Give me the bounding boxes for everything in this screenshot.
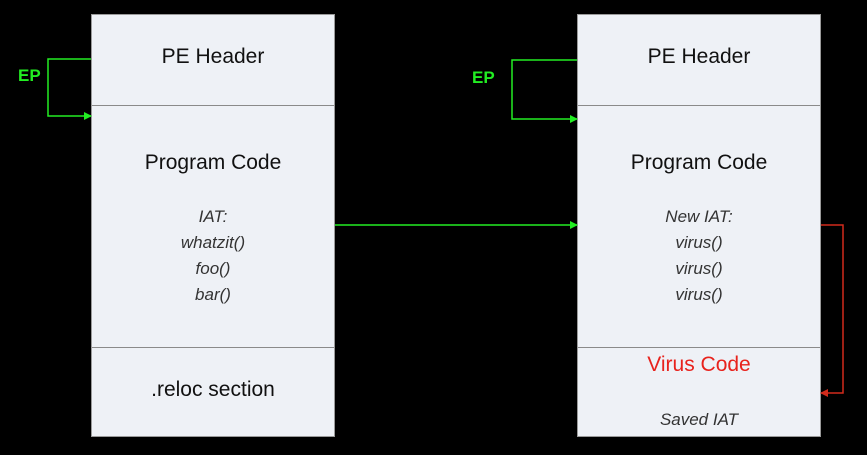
reloc-section: .reloc section	[92, 347, 334, 438]
reloc-section-label: .reloc section	[151, 378, 275, 401]
pe-header-section: PE Header	[92, 15, 334, 105]
infected-pe-file: PE Header Program Code New IAT: virus() …	[577, 14, 821, 437]
program-code-section: Program Code New IAT: virus() virus() vi…	[578, 105, 820, 347]
virus-redirect-arrow	[820, 224, 844, 397]
pe-header-label: PE Header	[161, 45, 265, 68]
iat-entry: whatzit()	[180, 233, 246, 252]
iat-entry: bar()	[195, 285, 231, 304]
program-code-section: Program Code IAT: whatzit() foo() bar()	[92, 105, 334, 347]
pe-header-label: PE Header	[647, 45, 751, 68]
iat-entry: foo()	[195, 259, 231, 278]
iat-entry: virus()	[675, 285, 723, 304]
program-code-label: Program Code	[144, 151, 282, 174]
virus-code-label: Virus Code	[647, 353, 751, 376]
pe-header-section: PE Header	[578, 15, 820, 105]
entry-point-arrow	[47, 58, 92, 120]
program-code-label: Program Code	[630, 151, 768, 174]
iat-heading: New IAT:	[665, 207, 733, 226]
iat-heading: IAT:	[198, 207, 228, 226]
iat-entry: virus()	[675, 259, 723, 278]
iat-entry: virus()	[675, 233, 723, 252]
original-pe-file: PE Header Program Code IAT: whatzit() fo…	[91, 14, 335, 437]
entry-point-label: EP	[18, 66, 41, 85]
virus-section: Virus Code Saved IAT	[578, 347, 820, 438]
entry-point-label: EP	[472, 68, 495, 87]
new-iat-list: New IAT: virus() virus() virus()	[578, 204, 820, 308]
entry-point-arrow	[511, 59, 578, 123]
saved-iat-label: Saved IAT	[659, 410, 739, 429]
iat-list: IAT: whatzit() foo() bar()	[92, 204, 334, 308]
